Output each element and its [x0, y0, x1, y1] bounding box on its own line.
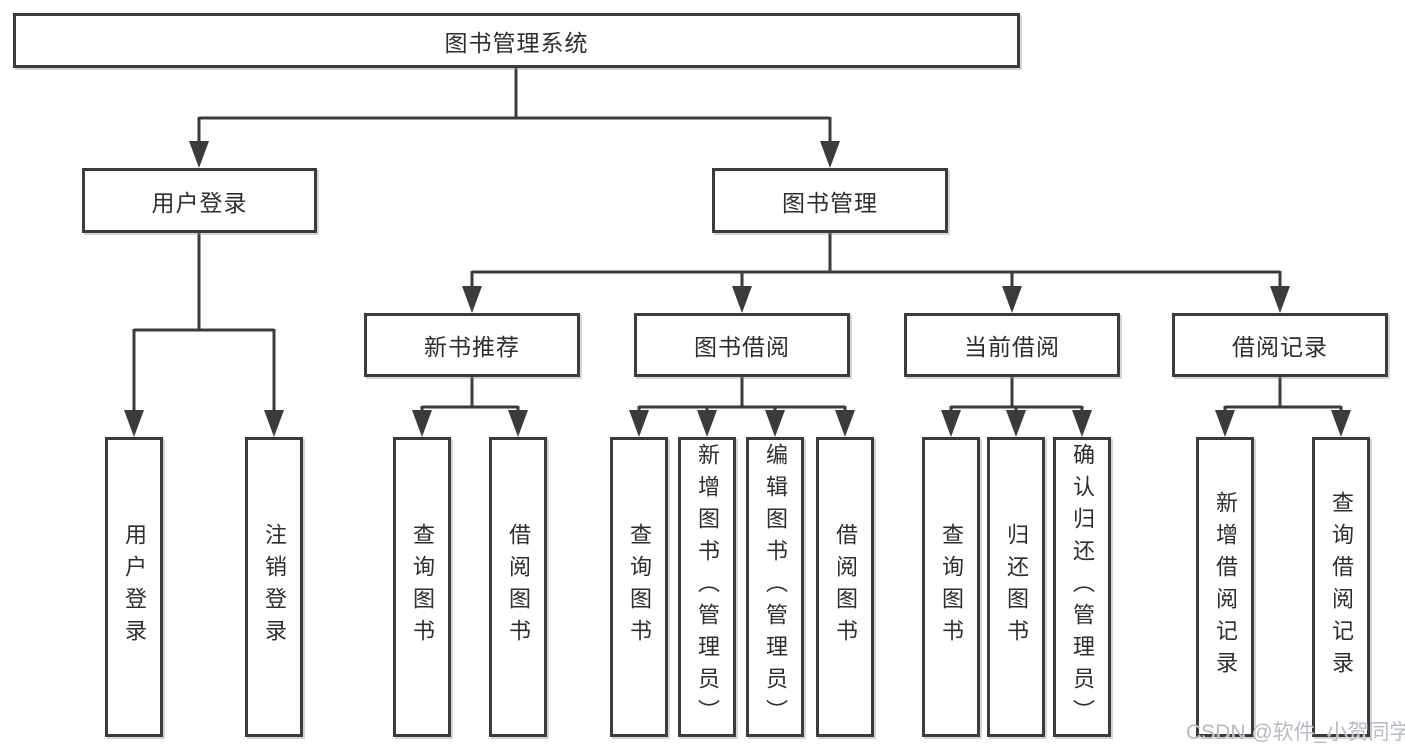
arrowhead-down-icon: [412, 410, 432, 437]
node-label: 借阅图书: [833, 523, 858, 651]
connector-book-borrow-branch: [629, 377, 855, 437]
arrowhead-down-icon: [124, 410, 144, 437]
node-label: 新增借阅记录: [1213, 491, 1238, 683]
node-label: 编辑图书（管理员）: [763, 443, 788, 731]
node-label: 用户登录: [122, 523, 147, 651]
node-label: 查询图书: [410, 523, 435, 651]
connector-book-management-branch: [462, 233, 1290, 313]
node-label: 新书推荐: [424, 334, 520, 360]
node-label: 借阅记录: [1232, 334, 1328, 360]
arrowhead-down-icon: [820, 141, 840, 168]
node-book-management: 图书管理: [712, 168, 948, 233]
node-label: 当前借阅: [964, 334, 1060, 360]
arrowhead-down-icon: [1072, 410, 1092, 437]
node-user-login: 用户登录: [82, 168, 317, 233]
arrowhead-down-icon: [835, 410, 855, 437]
arrowhead-down-icon: [629, 410, 649, 437]
arrowhead-down-icon: [1002, 286, 1022, 313]
connector-new-book-branch: [412, 377, 528, 437]
leaf-newbook-query-books: 查询图书: [393, 437, 451, 737]
connector-borrow-records-branch: [1215, 377, 1351, 437]
node-library-management-system: 图书管理系统: [13, 13, 1020, 68]
connector-current-borrow-branch: [941, 377, 1092, 437]
arrowhead-down-icon: [1270, 286, 1290, 313]
arrowhead-down-icon: [732, 286, 752, 313]
leaf-borrow-add-books-admin: 新增图书（管理员）: [678, 437, 736, 737]
leaf-logout: 注销登录: [245, 437, 303, 737]
leaf-borrow-edit-books-admin: 编辑图书（管理员）: [746, 437, 804, 737]
node-label: 查询图书: [627, 523, 652, 651]
arrowhead-down-icon: [1006, 410, 1026, 437]
node-label: 图书管理系统: [444, 29, 589, 56]
leaf-user-login: 用户登录: [105, 437, 163, 737]
node-new-book-recommend: 新书推荐: [364, 313, 580, 377]
leaf-current-return-books: 归还图书: [987, 437, 1045, 737]
node-label: 查询图书: [939, 523, 964, 651]
connector-user-login-branch: [124, 233, 284, 437]
arrowhead-down-icon: [941, 410, 961, 437]
leaf-newbook-borrow-books: 借阅图书: [489, 437, 547, 737]
leaf-borrow-query-books: 查询图书: [610, 437, 668, 737]
arrowhead-down-icon: [189, 141, 209, 168]
leaf-current-query-books: 查询图书: [922, 437, 980, 737]
node-label: 确认归还（管理员）: [1070, 443, 1095, 731]
csdn-watermark: CSDN @软件_小贺同学: [1186, 721, 1405, 744]
node-label: 归还图书: [1004, 523, 1029, 651]
leaf-borrow-borrow-books: 借阅图书: [816, 437, 874, 737]
arrowhead-down-icon: [462, 286, 482, 313]
arrowhead-down-icon: [508, 410, 528, 437]
leaf-records-add-record: 新增借阅记录: [1196, 437, 1254, 737]
arrowhead-down-icon: [765, 410, 785, 437]
node-borrow-records: 借阅记录: [1172, 313, 1388, 377]
node-label: 图书借阅: [694, 334, 790, 360]
leaf-records-query-record: 查询借阅记录: [1312, 437, 1370, 737]
node-label: 查询借阅记录: [1329, 491, 1354, 683]
node-label: 借阅图书: [506, 523, 531, 651]
arrowhead-down-icon: [1331, 410, 1351, 437]
node-label: 用户登录: [151, 189, 248, 216]
node-current-borrow: 当前借阅: [904, 313, 1120, 377]
leaf-current-confirm-return-admin: 确认归还（管理员）: [1053, 437, 1111, 737]
arrowhead-down-icon: [264, 410, 284, 437]
arrowhead-down-icon: [1215, 410, 1235, 437]
node-label: 图书管理: [782, 189, 878, 216]
connector-root-branch: [189, 68, 840, 168]
arrowhead-down-icon: [697, 410, 717, 437]
node-label: 注销登录: [262, 523, 287, 651]
node-label: 新增图书（管理员）: [695, 443, 720, 731]
node-book-borrow: 图书借阅: [634, 313, 850, 377]
